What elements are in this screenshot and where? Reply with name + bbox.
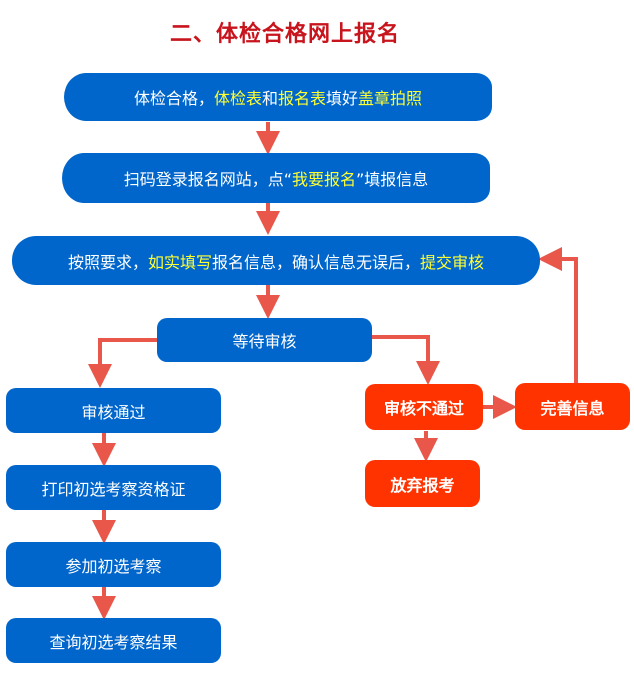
node-step1-health-check: 体检合格，体检表和报名表填好盖章拍照 [64,73,492,121]
node-attend-exam: 参加初选考察 [6,542,221,587]
plain-text: 按照要求， [67,252,148,272]
node-review-passed-text: 审核通过 [81,402,146,422]
arrow-wait-to-failed [372,335,440,385]
node-step2-text: 扫码登录报名网站，点“我要报名”填报信息 [124,166,429,190]
node-review-failed: 审核不通过 [365,384,483,430]
node-query-result: 查询初选考察结果 [6,618,221,663]
plain-text: 报名信息，确认信息无误后， [212,252,421,272]
node-complete-info: 完善信息 [515,383,630,430]
plain-text: ”填报信息 [356,170,429,189]
node-review-passed: 审核通过 [6,388,221,433]
diagram-title: 二、体检合格网上报名 [169,22,400,47]
highlight-text: 如实填写 [147,252,212,272]
node-attend-exam-text: 参加初选考察 [65,556,162,576]
node-complete-info-text: 完善信息 [540,398,605,418]
highlight-text: 提交审核 [420,252,485,272]
highlight-text: 报名表 [278,89,327,108]
node-wait-review: 等待审核 [157,318,372,362]
node-step3-text: 按照要求，如实填写报名信息，确认信息无误后，提交审核 [68,249,484,273]
node-give-up: 放弃报考 [365,460,480,507]
node-query-result-text: 查询初选考察结果 [49,632,178,652]
highlight-text: 我要报名 [291,170,356,189]
plain-text: 体检合格， [133,89,214,108]
node-step3-submit-review: 按照要求，如实填写报名信息，确认信息无误后，提交审核 [12,236,540,285]
highlight-text: 体检表 [213,89,262,108]
highlight-text: 盖章拍照 [358,89,423,108]
node-step1-text: 体检合格，体检表和报名表填好盖章拍照 [134,85,422,109]
plain-text: 扫码登录报名网站，点“ [123,170,292,189]
node-print-certificate-text: 打印初选考察资格证 [41,479,186,499]
plain-text: 填好 [326,89,359,108]
node-step2-register-website: 扫码登录报名网站，点“我要报名”填报信息 [62,153,490,203]
arrow-complete-to-step3 [538,247,578,384]
node-review-failed-text: 审核不通过 [383,399,464,418]
node-give-up-text: 放弃报考 [390,475,455,495]
arrow-wait-to-passed [88,338,158,388]
node-print-certificate: 打印初选考察资格证 [6,465,221,510]
node-wait-review-text: 等待审核 [232,332,297,351]
plain-text: 和 [261,89,278,108]
